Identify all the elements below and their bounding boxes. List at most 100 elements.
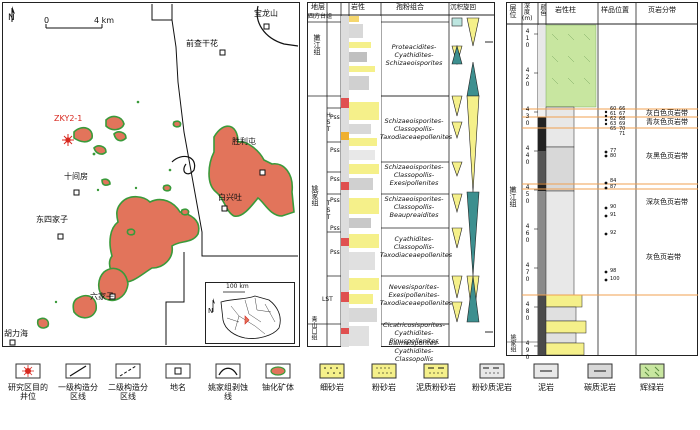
legend-label-diabase: 辉绿岩 bbox=[640, 383, 664, 392]
sample-dots bbox=[604, 110, 608, 282]
north-label: N bbox=[8, 13, 15, 23]
sample-67: 67 bbox=[619, 111, 626, 117]
strat-panel bbox=[307, 2, 495, 347]
legend-label-siltstone: 粉砂岩 bbox=[372, 383, 396, 392]
strat-header-lith: 岩性 bbox=[351, 3, 365, 11]
sample-71: 71 bbox=[619, 131, 626, 137]
erosion-line bbox=[171, 155, 196, 175]
sample-68: 68 bbox=[619, 116, 626, 122]
depth-430: 430 bbox=[524, 106, 531, 127]
zone-grey-black: 灰黑色页岩带 bbox=[646, 152, 688, 160]
sample-100: 100 bbox=[610, 276, 620, 282]
sample-90: 90 bbox=[610, 204, 617, 210]
borehole-label: ZKY2-1 bbox=[54, 114, 83, 123]
sample-80: 80 bbox=[610, 153, 617, 159]
parasequence-6: Pss bbox=[330, 249, 340, 256]
connector-arrows bbox=[485, 41, 493, 333]
legend-diabase-icon bbox=[639, 363, 665, 379]
depth-450: 450 bbox=[524, 184, 531, 205]
depth-410: 410 bbox=[524, 28, 531, 49]
spore-assemblage-4: Schizaeoisporites-Classopollis-Beaupreai… bbox=[384, 195, 444, 219]
spore-assemblage-1: Proteacidites-Cyathidites-Schizaeoispori… bbox=[385, 43, 443, 67]
zone-dark-grey: 深灰色页岩带 bbox=[646, 198, 688, 206]
strat-formation-sifangtai: 四方台组 bbox=[308, 13, 333, 20]
zone-blue-grey: 青灰色页岩带 bbox=[646, 118, 688, 126]
parasequence-3: Pss bbox=[330, 176, 340, 183]
strat-figure bbox=[307, 2, 495, 347]
well-header-lith: 岩性柱 bbox=[555, 6, 576, 14]
spore-assemblage-8: Balmeisporites-Cyathidites-Classopollis bbox=[388, 339, 440, 363]
systems-tract-hst: HST bbox=[325, 112, 332, 133]
well-formation-yaojia: 姚家组 bbox=[509, 334, 516, 352]
well-header-zone: 页岩分带 bbox=[648, 6, 676, 14]
strat-lithology bbox=[349, 16, 381, 347]
spore-assemblage-6: Nevesisporites-Exesipollenites-Taxodiace… bbox=[380, 283, 453, 307]
sample-65: 65 bbox=[610, 126, 617, 132]
baolongshan-boundary bbox=[256, 5, 299, 47]
sample-77: 77 bbox=[610, 148, 617, 154]
place-baolongshan: 宝龙山 bbox=[254, 9, 278, 18]
strat-header-cycle: 沉积旋回 bbox=[450, 3, 476, 11]
legend-muddy-siltstone-icon bbox=[423, 363, 449, 379]
scale-bar bbox=[45, 24, 103, 29]
well-formation-nenjiang: 嫩江组 bbox=[509, 186, 517, 207]
legend-siltstone-icon bbox=[371, 363, 397, 379]
well-header-color: 颜色 bbox=[539, 4, 546, 16]
legend-silty-mudstone-icon bbox=[479, 363, 505, 379]
inset-scale: 100 km bbox=[226, 283, 249, 290]
spore-assemblage-7: Cicatricosisporites-Cyathidites-Pinuspol… bbox=[383, 321, 445, 345]
legend-carbonaceous-mudstone-icon bbox=[587, 363, 613, 379]
place-baixingtu: 白兴吐 bbox=[218, 193, 242, 202]
legend-place-icon bbox=[165, 363, 191, 379]
scale-end: 4 km bbox=[94, 16, 115, 25]
place-liujiazi: 六家子 bbox=[90, 292, 114, 301]
depth-460: 460 bbox=[524, 223, 531, 244]
place-markers bbox=[9, 23, 270, 346]
strat-formation-qingshankou: 青山口组 bbox=[310, 316, 317, 340]
place-shenglitun: 胜利屯 bbox=[232, 137, 256, 146]
zone-grey-white: 灰白色页岩带 bbox=[646, 109, 688, 117]
well-header-sample: 样品位置 bbox=[601, 6, 629, 14]
strat-formation-nenjiang: 嫩江组 bbox=[313, 34, 321, 55]
parasequence-5: Pss bbox=[330, 225, 340, 232]
systems-tract-lst: LST bbox=[322, 296, 333, 303]
sample-61: 61 bbox=[610, 111, 617, 117]
green-dots bbox=[54, 100, 172, 304]
map-panel bbox=[2, 2, 300, 347]
legend-label-mudstone: 泥岩 bbox=[538, 383, 554, 392]
sample-63: 63 bbox=[610, 121, 617, 127]
sample-91: 91 bbox=[610, 212, 617, 218]
spore-assemblage-2: Schizaeoisporites-Classopollis-Taxodiace… bbox=[380, 117, 453, 141]
place-shijianfang: 十间房 bbox=[64, 172, 88, 181]
sample-84: 84 bbox=[610, 178, 617, 184]
sample-70: 70 bbox=[619, 126, 626, 132]
legend-ore-body-icon bbox=[265, 363, 291, 379]
strat-formation-yaojia: 姚家组 bbox=[311, 185, 319, 206]
spore-assemblage-3: Schizaeoisporites-Classopollis-Exesipoll… bbox=[384, 163, 444, 187]
depth-480: 480 bbox=[524, 301, 531, 322]
place-dongsijiazi: 东四家子 bbox=[36, 215, 68, 224]
legend-fine-sandstone-icon bbox=[319, 363, 345, 379]
legend-dash-line-icon bbox=[115, 363, 141, 379]
inset-map-figure bbox=[212, 291, 281, 339]
place-qianchaganhua: 前查干花 bbox=[186, 39, 218, 48]
spore-assemblage-5: Cyathidites-Classopollis-Taxodiaceaepoll… bbox=[380, 235, 453, 259]
scale-zero: 0 bbox=[44, 16, 50, 25]
sample-69: 69 bbox=[619, 121, 626, 127]
legend-label-ore-body: 铀化矿体 bbox=[262, 383, 294, 392]
legend-label-dash-line: 二级构造分区线 bbox=[108, 383, 148, 402]
well-header-depth: 深度 (m) bbox=[522, 3, 533, 22]
sample-66: 66 bbox=[619, 106, 626, 112]
well-figure bbox=[506, 2, 698, 356]
legend-erosion-line-icon bbox=[215, 363, 241, 379]
cycle-triangles bbox=[451, 17, 480, 323]
legend-line-icon bbox=[65, 363, 91, 379]
ore-bodies bbox=[36, 115, 295, 329]
sample-87: 87 bbox=[610, 184, 617, 190]
tectonic-boundary-lines bbox=[151, 4, 298, 345]
borehole-icon bbox=[62, 134, 74, 146]
depth-420: 420 bbox=[524, 67, 531, 88]
legend-label-carbonaceous-mudstone: 碳质泥岩 bbox=[584, 383, 616, 392]
strat-color-strip bbox=[341, 16, 349, 347]
legend-label-muddy-siltstone: 泥质粉砂岩 bbox=[416, 383, 456, 392]
